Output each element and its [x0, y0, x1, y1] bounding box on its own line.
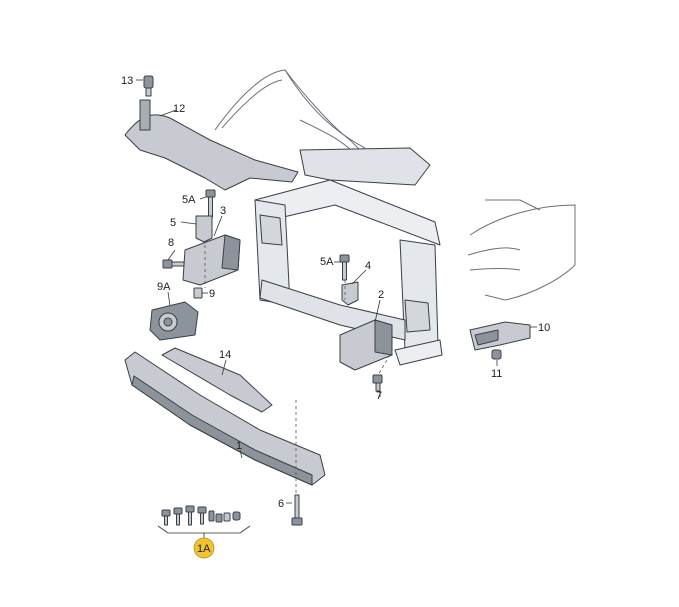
part-11-nut — [491, 349, 502, 360]
label-7: 7 — [376, 390, 382, 402]
lock-carrier-frame — [254, 147, 443, 366]
part-4-bracket — [341, 281, 359, 306]
part-8-screw — [162, 259, 185, 269]
label-11: 11 — [491, 368, 502, 380]
label-10: 10 — [538, 322, 550, 334]
part-7-screw — [372, 374, 383, 392]
label-6: 6 — [278, 498, 284, 510]
part-6-bolt — [291, 494, 303, 526]
label-5a-right: 5A — [320, 256, 334, 268]
label-1: 1 — [236, 440, 242, 452]
part-labels: 13 12 5A 5 3 8 9 9A 5A 4 2 10 11 7 14 1 … — [121, 75, 550, 510]
label-14: 14 — [219, 349, 231, 361]
label-9: 9 — [209, 288, 215, 300]
part-10-bracket — [469, 321, 531, 351]
label-13: 13 — [121, 75, 133, 87]
label-1a-badge: 1A — [193, 537, 215, 559]
vehicle-body-outline — [214, 69, 576, 301]
label-2: 2 — [378, 289, 384, 301]
label-5: 5 — [170, 217, 176, 229]
part-13-clip — [143, 75, 154, 97]
part-14-impact-absorber — [161, 347, 273, 413]
label-12: 12 — [173, 103, 185, 115]
label-3: 3 — [220, 205, 226, 217]
label-9a: 9A — [157, 281, 171, 293]
part-2-crash-box-right — [339, 319, 393, 371]
label-8: 8 — [168, 237, 174, 249]
label-5a-top: 5A — [182, 194, 196, 206]
part-5a-bolt-right — [339, 254, 350, 281]
part-12-cover-panel — [124, 99, 299, 191]
alignment-dashes — [204, 245, 391, 494]
part-1a-hardware-kit — [161, 505, 241, 526]
part-5-bracket — [195, 215, 213, 243]
label-1a: 1A — [197, 543, 211, 555]
label-4: 4 — [365, 260, 371, 272]
part-3-crash-box-left — [182, 234, 241, 286]
leader-lines — [136, 79, 537, 540]
part-9-clip — [193, 287, 203, 299]
part-1-bumper-beam — [124, 351, 326, 486]
part-9a-sensor — [149, 301, 199, 341]
part-5a-bolt-top — [205, 189, 216, 218]
